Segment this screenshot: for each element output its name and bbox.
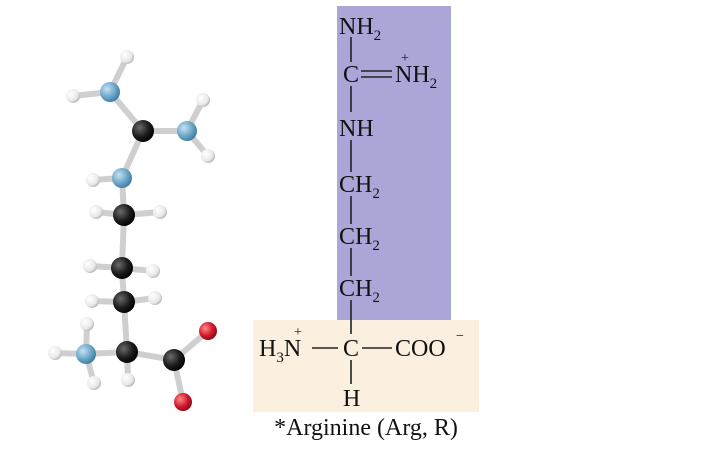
nitrogen-atom <box>112 168 132 188</box>
carbon-atom <box>132 120 154 142</box>
hydrogen-atom <box>83 259 97 273</box>
hydrogen-atom <box>121 373 135 387</box>
caption: *Arginine (Arg, R) <box>274 415 458 441</box>
carbon-atom <box>113 204 135 226</box>
formula-guanidino-carbon: C <box>343 62 359 88</box>
ball-and-stick-model <box>48 50 217 411</box>
formula-ch2-delta: CH2 <box>339 172 380 202</box>
oxygen-atom <box>174 393 192 411</box>
formula-imine-nh2: NH2 <box>395 62 437 92</box>
hydrogen-atom <box>80 317 94 331</box>
hydrogen-atom <box>148 291 162 305</box>
nitrogen-atom <box>100 82 120 102</box>
formula-amino-charge: + <box>294 325 302 340</box>
hydrogen-atom <box>153 205 167 219</box>
hydrogen-atom <box>66 89 80 103</box>
hydrogen-atom <box>86 173 100 187</box>
hydrogen-atom <box>146 264 160 278</box>
nitrogen-atom <box>76 344 96 364</box>
hydrogen-atom <box>87 376 101 390</box>
formula-alpha-hydrogen: H <box>343 386 360 412</box>
hydrogen-atom <box>89 205 103 219</box>
carbon-atom <box>111 257 133 279</box>
hydrogen-atom <box>48 346 62 360</box>
nitrogen-atom <box>177 121 197 141</box>
hydrogen-atom <box>85 294 99 308</box>
formula-nh: NH <box>339 116 374 142</box>
formula-imine-charge: + <box>401 51 409 66</box>
oxygen-atom <box>199 322 217 340</box>
formula-alpha-carbon: C <box>343 336 359 362</box>
carbon-atom <box>113 291 135 313</box>
carbon-atom <box>163 349 185 371</box>
carbon-atom <box>116 341 138 363</box>
formula-nh2-top: NH2 <box>339 14 381 44</box>
side-chain-highlight <box>337 6 451 320</box>
formula-carboxylate-charge: − <box>456 329 464 344</box>
formula-ch2-beta: CH2 <box>339 276 380 306</box>
formula-bonds <box>312 37 392 384</box>
formula-ch2-gamma: CH2 <box>339 224 380 254</box>
hydrogen-atom <box>120 50 134 64</box>
formula-carboxylate: COO <box>395 336 446 362</box>
formula-amino-group: H3N <box>259 336 301 366</box>
hydrogen-atom <box>201 149 215 163</box>
hydrogen-atom <box>196 93 210 107</box>
backbone-highlight <box>253 320 479 412</box>
